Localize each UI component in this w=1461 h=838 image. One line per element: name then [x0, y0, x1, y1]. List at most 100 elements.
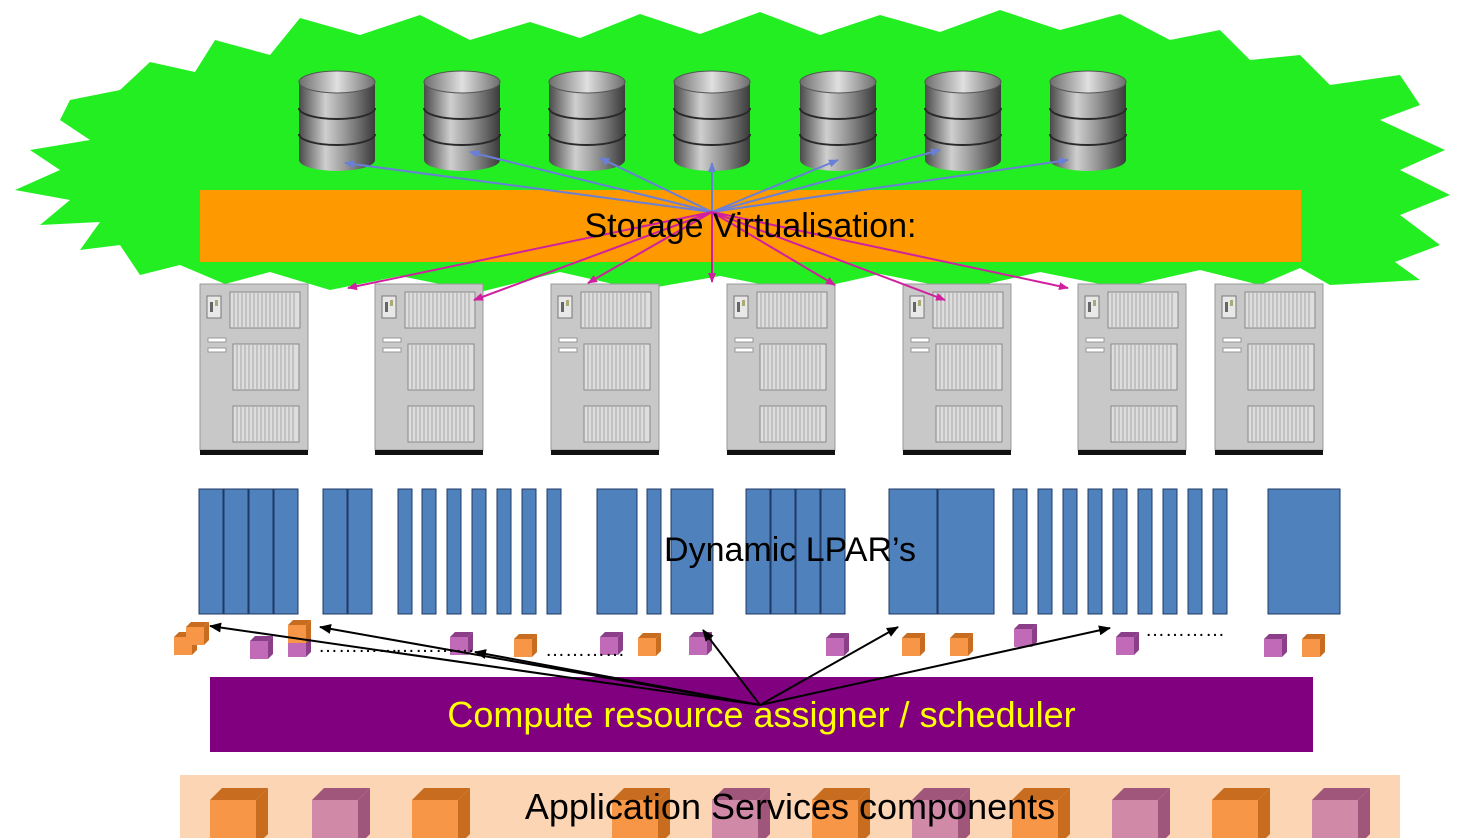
- lpar-partition: [273, 488, 299, 615]
- disk-icon: [1049, 70, 1127, 171]
- lpar-partition: [397, 488, 413, 615]
- orange-app-cube: [210, 788, 268, 838]
- scheduler-bar: [210, 677, 1313, 752]
- orange-component-cube: [514, 634, 537, 657]
- scheduler-arrows: [209, 622, 1111, 706]
- dots-4: …………: [1145, 619, 1225, 641]
- storage-down-arrow: [711, 211, 836, 286]
- storage-down-arrow: [347, 211, 713, 291]
- lpar-partition: [1087, 488, 1103, 615]
- storage-up-arrow: [711, 159, 839, 213]
- disk-icon: [799, 70, 877, 171]
- pink-app-cube: [912, 788, 970, 838]
- orange-component-cube: [950, 633, 973, 656]
- purple-component-cube: [1014, 624, 1037, 647]
- purple-component-cube: [250, 636, 273, 659]
- server-icon: [902, 283, 1012, 455]
- purple-component-cube: [600, 632, 623, 655]
- disk-row: [298, 70, 1127, 171]
- purple-component-cube: [826, 633, 849, 656]
- purple-component-cube: [689, 632, 712, 655]
- server-icon: [550, 283, 660, 455]
- disk-icon: [298, 70, 376, 171]
- orange-component-cube: [1302, 634, 1325, 657]
- component-cube-row: [174, 620, 1325, 659]
- storage-up-arrow: [711, 157, 1069, 213]
- lpar-partition: [888, 488, 938, 615]
- lpar-partition: [546, 488, 562, 615]
- server-icon: [1214, 283, 1324, 455]
- lpar-partition: [1062, 488, 1078, 615]
- lpar-partition: [1267, 488, 1341, 615]
- lpar-partition: [670, 488, 714, 615]
- disk-icon: [924, 70, 1002, 171]
- storage-up-arrow: [344, 160, 713, 213]
- lpar-partition: [745, 488, 771, 615]
- server-icon: [199, 283, 309, 455]
- scheduler-arrow: [474, 649, 761, 706]
- orange-component-cube: [902, 633, 925, 656]
- storage-arrows: [344, 148, 1069, 301]
- lpar-partition: [446, 488, 462, 615]
- scheduler-arrow: [702, 629, 761, 706]
- storage-virtualisation-label: Storage Virtualisation:: [584, 206, 917, 245]
- orange-component-cube: [186, 622, 209, 645]
- lpar-partition: [937, 488, 995, 615]
- storage-up-arrow: [711, 148, 941, 213]
- orange-app-cube: [1012, 788, 1070, 838]
- server-icon: [374, 283, 484, 455]
- lpar-partition: [1187, 488, 1203, 615]
- dots-1: …………: [318, 635, 398, 657]
- lpar-partition: [248, 488, 274, 615]
- scheduler-arrow: [759, 625, 1111, 706]
- orange-app-cube: [612, 788, 670, 838]
- lpar-partition: [770, 488, 796, 615]
- purple-component-cube: [1264, 634, 1287, 657]
- dynamic-lpar-label: Dynamic LPAR’s: [664, 530, 916, 569]
- lpar-partition: [1137, 488, 1153, 615]
- purple-component-cube: [1116, 632, 1139, 655]
- application-band: [180, 775, 1400, 838]
- server-row: [199, 283, 1324, 455]
- lpar-partition: [596, 488, 638, 615]
- server-icon: [1077, 283, 1187, 455]
- lpar-partition: [646, 488, 662, 615]
- application-services-label: Application Services components: [524, 785, 1056, 827]
- lpar-partition: [198, 488, 224, 615]
- lpar-partition: [223, 488, 249, 615]
- lpar-partition: [1162, 488, 1178, 615]
- lpar-partition: [1037, 488, 1053, 615]
- disk-icon: [673, 70, 751, 171]
- storage-down-arrow: [711, 211, 1069, 291]
- orange-component-cube: [638, 633, 661, 656]
- lpar-row: [198, 488, 1341, 615]
- lpar-partition: [820, 488, 846, 615]
- lpar-partition: [1212, 488, 1228, 615]
- dots-3: …………: [545, 639, 625, 661]
- lpar-partition: [1012, 488, 1028, 615]
- lpar-partition: [1112, 488, 1128, 615]
- server-icon: [726, 283, 836, 455]
- orange-app-cube: [812, 788, 870, 838]
- lpar-partition: [421, 488, 437, 615]
- pink-app-cube: [712, 788, 770, 838]
- lpar-partition: [795, 488, 821, 615]
- dotted-leaders: ………… ………… ………… …………: [318, 619, 1225, 661]
- orange-app-cube: [1212, 788, 1270, 838]
- pink-app-cube: [1312, 788, 1370, 838]
- scheduler-arrow: [209, 622, 761, 706]
- pink-app-cube: [1112, 788, 1170, 838]
- scheduler-label: Compute resource assigner / scheduler: [447, 693, 1076, 735]
- pink-app-cube: [312, 788, 370, 838]
- storage-down-arrow: [711, 211, 946, 301]
- storage-up-arrow: [469, 150, 713, 213]
- lpar-partition: [471, 488, 487, 615]
- lpar-partition: [347, 488, 373, 615]
- lpar-partition: [496, 488, 512, 615]
- storage-up-arrow: [599, 157, 713, 213]
- lpar-partition: [521, 488, 537, 615]
- storage-down-arrow: [473, 211, 713, 301]
- application-cubes: [210, 788, 1370, 838]
- orange-app-cube: [412, 788, 470, 838]
